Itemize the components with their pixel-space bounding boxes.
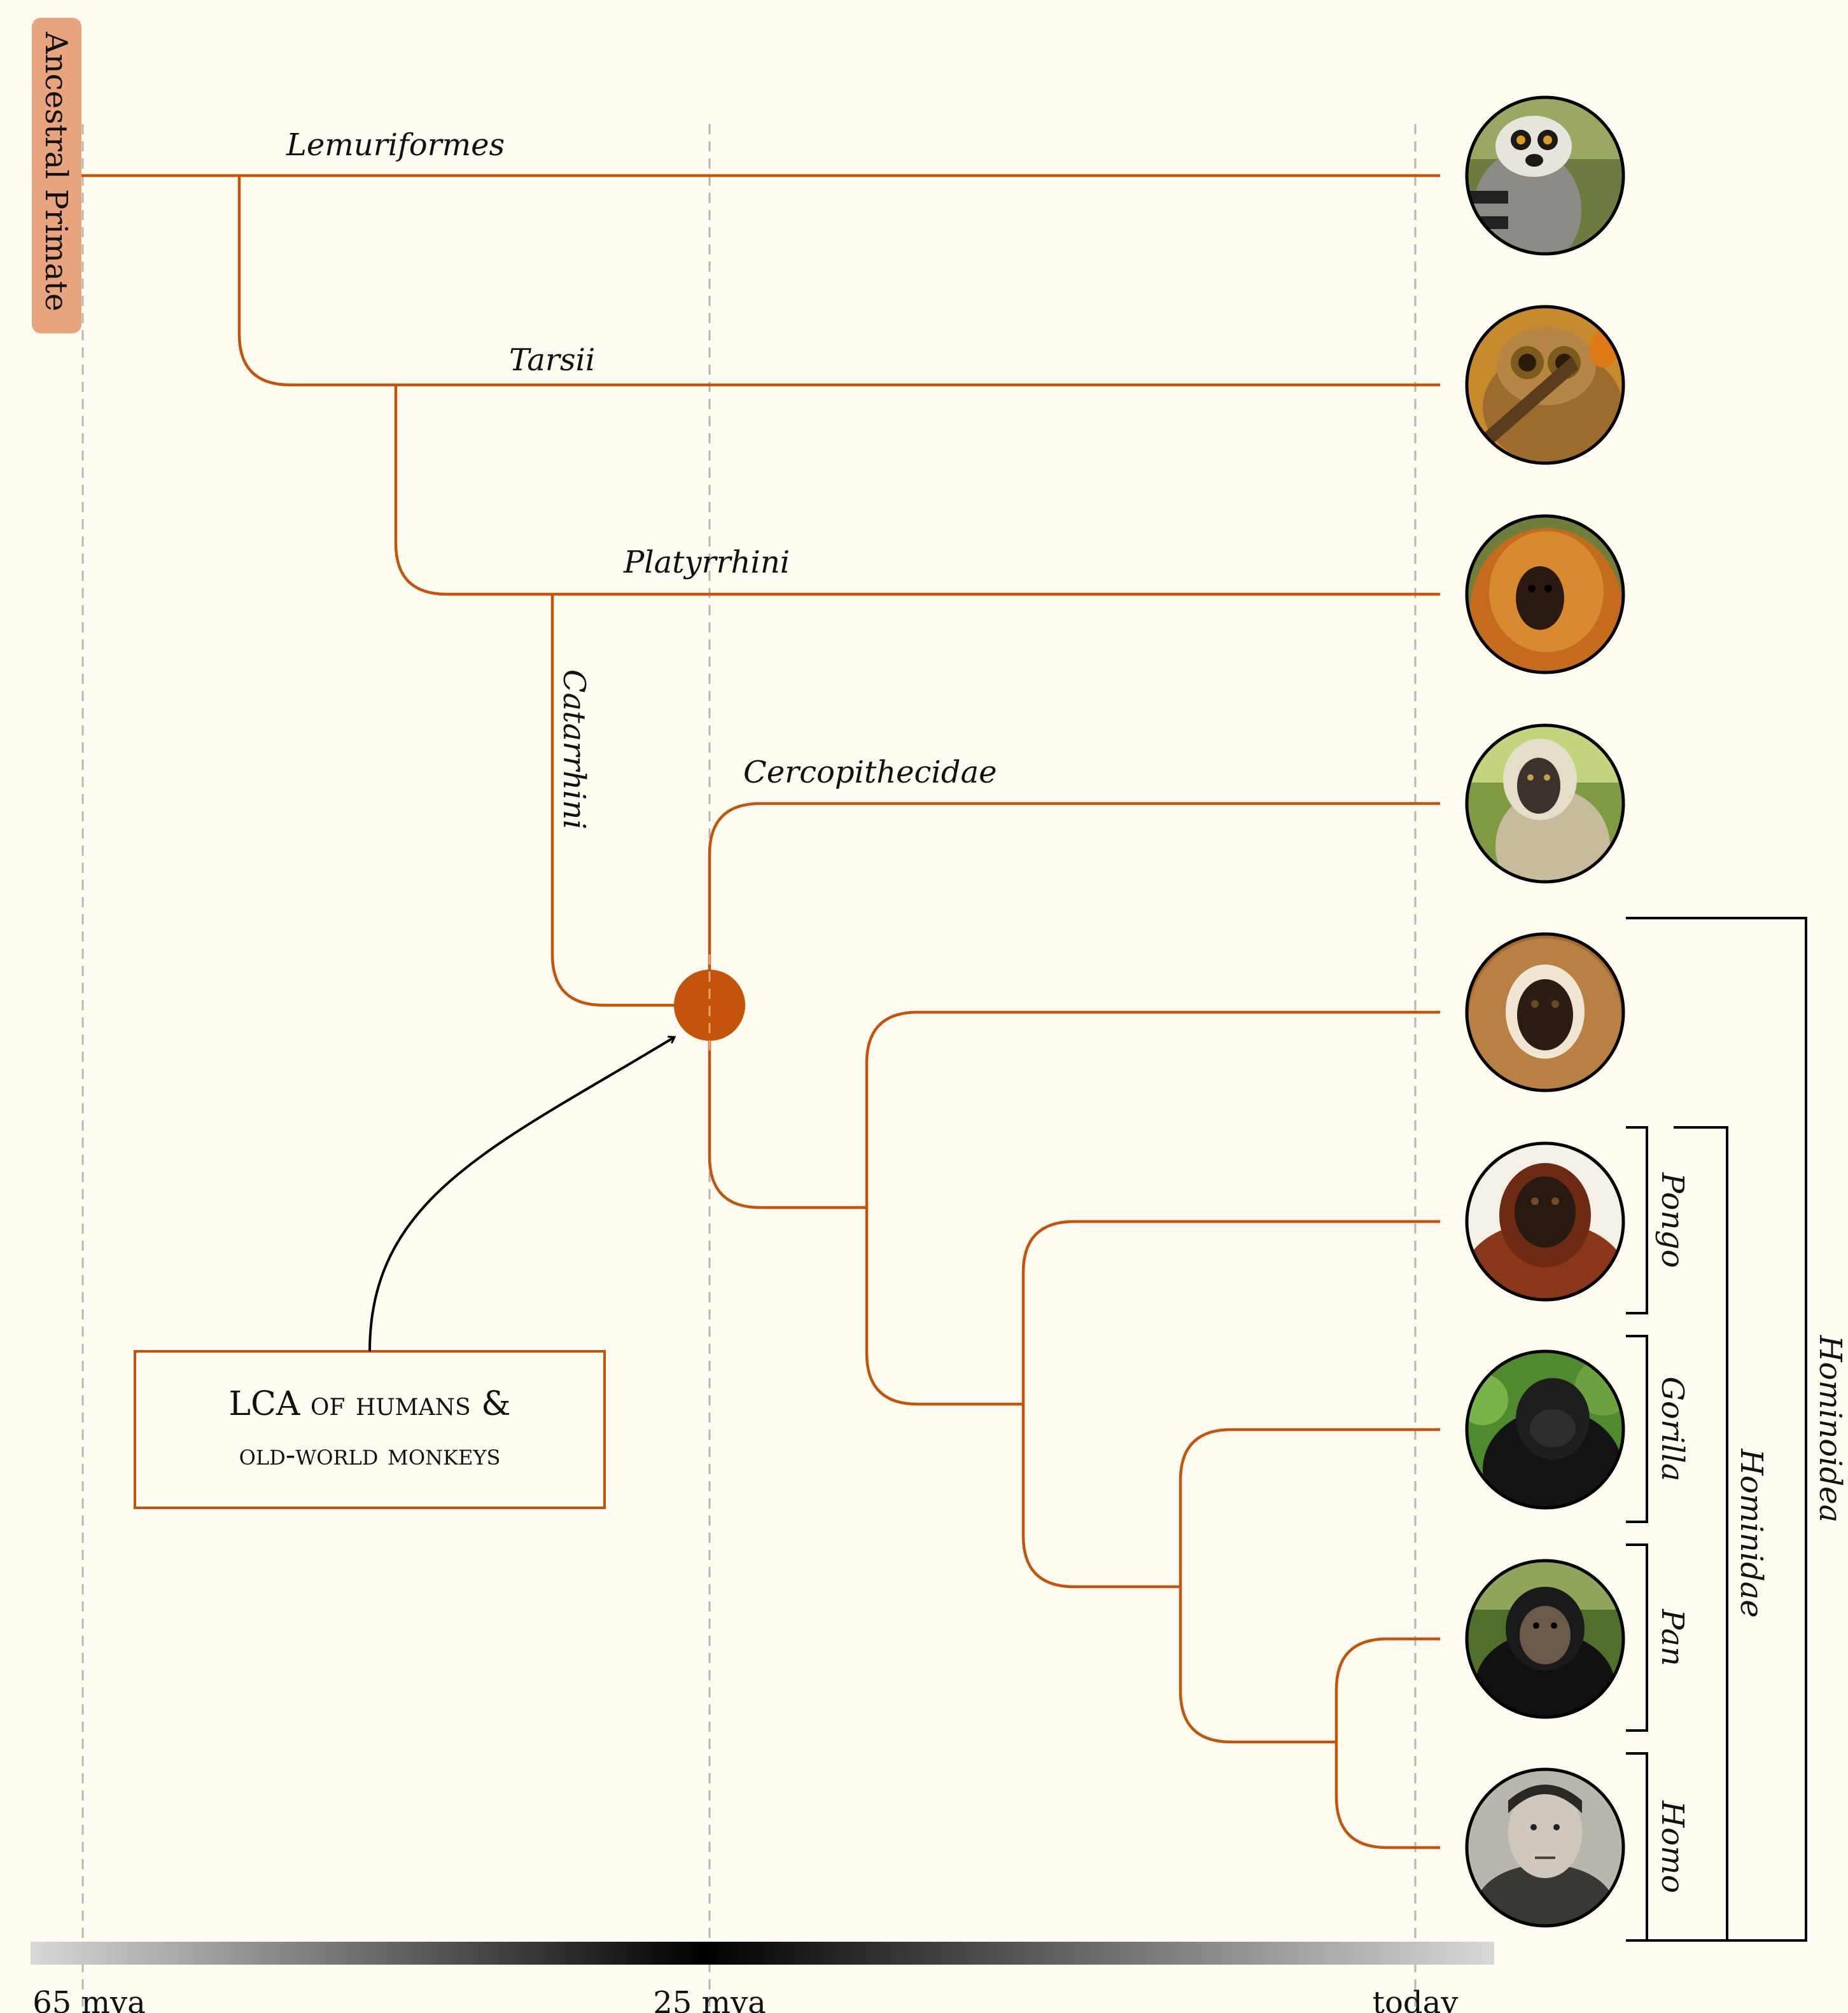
branch-to-hominidae (865, 1208, 1023, 1406)
golden-tamarin-portrait-icon[interactable] (1464, 514, 1629, 693)
group-labels: Pongo Gorilla Pan Homo Hominidae Hominoi… (1655, 1172, 1848, 1893)
bracket-homo (1626, 1752, 1648, 1942)
branch-catarrhini (550, 594, 710, 1007)
gibbon-portrait-icon[interactable] (1464, 932, 1629, 1097)
time-guides (81, 124, 1417, 2013)
tick-today: today (1373, 1985, 1459, 2013)
label-catarrhini: Catarrhini (556, 669, 592, 830)
label-platyrrhini: Platyrrhini (623, 545, 790, 580)
vervet-monkey-portrait-icon[interactable] (1464, 723, 1629, 903)
tick-65-mya: 65 mya (32, 1985, 146, 2013)
bracket-pongo (1626, 1126, 1648, 1314)
label-pan: Pan (1655, 1608, 1690, 1666)
tarsier-portrait-icon[interactable] (1464, 305, 1629, 471)
callout-line-1: LCA of humans & (229, 1385, 511, 1423)
label-gorilla: Gorilla (1655, 1377, 1690, 1482)
lca-node[interactable] (674, 970, 745, 1041)
branch-to-homininae (1021, 1404, 1180, 1589)
label-hominidae: Hominidae (1733, 1448, 1769, 1618)
bracket-pan (1626, 1543, 1648, 1732)
label-tarsii: Tarsii (509, 342, 595, 378)
label-homo: Homo (1655, 1800, 1690, 1893)
time-axis-bar (31, 1942, 1494, 1965)
label-lemuriformes: Lemuriformes (286, 127, 505, 163)
lca-callout: LCA of humans & old-world monkeys (134, 1037, 675, 1509)
root-badge: Ancestral Primate (32, 18, 81, 333)
branch-homo (1334, 1742, 1440, 1849)
branch-cercopithecidae (708, 802, 1440, 1005)
tick-25-mya: 25 mya (653, 1985, 766, 2013)
label-cercopithecidae: Cercopithecidae (743, 755, 997, 790)
group-brackets (1626, 917, 1807, 1942)
bracket-gorilla (1626, 1335, 1648, 1523)
branch-to-tarsii (237, 176, 1440, 387)
root-label: Ancestral Primate (38, 31, 74, 311)
orangutan-portrait-icon[interactable] (1462, 1141, 1629, 1336)
lemur-portrait-icon[interactable] (1464, 95, 1629, 270)
branch-pongo (1021, 1220, 1440, 1404)
clade-labels: Lemuriformes Tarsii Platyrrhini Cercopit… (286, 127, 997, 830)
callout-line-2: old-world monkeys (239, 1437, 501, 1472)
time-axis-ticks: 65 mya 25 mya today (32, 1985, 1458, 2013)
phylogenetic-tree (80, 174, 1440, 1849)
branch-to-hominini (1179, 1587, 1336, 1744)
taxon-portraits (1457, 95, 1632, 1953)
callout-arrow (368, 1037, 675, 1352)
human-portrait-icon[interactable] (1464, 1767, 1629, 1953)
label-pongo: Pongo (1655, 1172, 1690, 1268)
bracket-hominoidea (1626, 917, 1807, 1942)
chimpanzee-portrait-icon[interactable] (1464, 1559, 1629, 1740)
callout-box (134, 1350, 606, 1509)
branch-to-platyrrhini (394, 385, 1440, 596)
branch-gorilla (1179, 1428, 1440, 1587)
label-hominoidea: Hominoidea (1812, 1335, 1848, 1523)
gorilla-portrait-icon[interactable] (1457, 1349, 1632, 1530)
branch-gibbon (865, 1010, 1440, 1208)
branch-to-hominoidea (708, 1005, 867, 1209)
branch-pan (1334, 1637, 1440, 1742)
